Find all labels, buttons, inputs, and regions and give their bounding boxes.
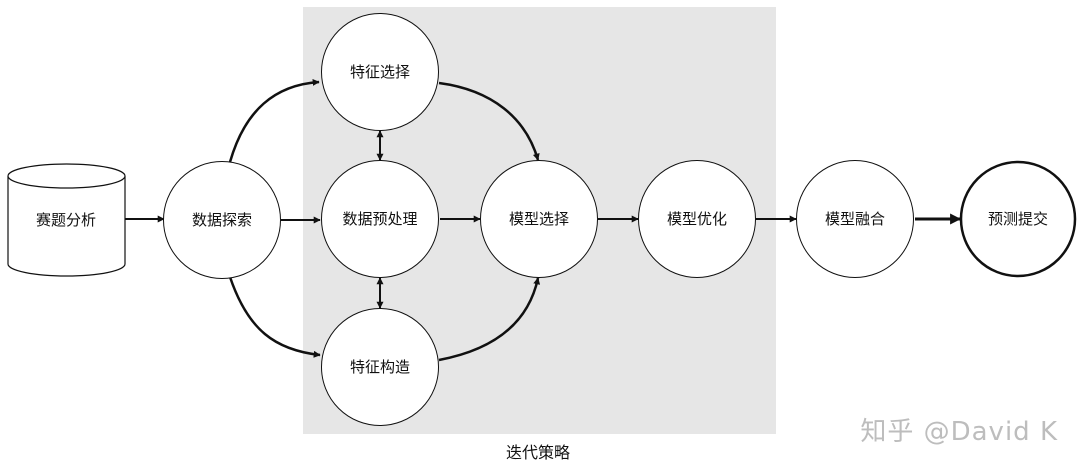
iteration-region-label: 迭代策略 [506,443,570,462]
edge-explore-to-feature-select [228,78,320,163]
node-preprocess-label: 数据预处理 [342,210,417,228]
node-model-select-label: 模型选择 [509,210,569,228]
node-feature-build-label: 特征构造 [350,358,410,376]
node-feature-select-label: 特征选择 [350,63,410,81]
node-explore-label: 数据探索 [192,211,252,229]
node-model-select: 模型选择 [480,160,598,278]
node-feature-build: 特征构造 [321,308,439,426]
node-explore: 数据探索 [163,161,281,279]
node-feature-select: 特征选择 [321,13,439,131]
watermark: 知乎 @David K [860,417,1058,447]
node-model-fusion-label: 模型融合 [825,210,885,228]
node-analysis: 赛题分析 [7,163,126,277]
edge-explore-to-feature-build [228,276,321,358]
node-preprocess: 数据预处理 [321,160,439,278]
node-model-opt-label: 模型优化 [667,210,727,228]
edge-feature-build-to-model-select [438,277,541,362]
node-model-fusion: 模型融合 [796,160,914,278]
node-model-opt: 模型优化 [638,160,756,278]
node-analysis-label: 赛题分析 [36,211,96,229]
node-submit: 预测提交 [959,160,1077,278]
edges [125,78,962,362]
node-submit-label: 预测提交 [988,210,1048,228]
edge-feature-select-to-model-select [438,81,540,161]
